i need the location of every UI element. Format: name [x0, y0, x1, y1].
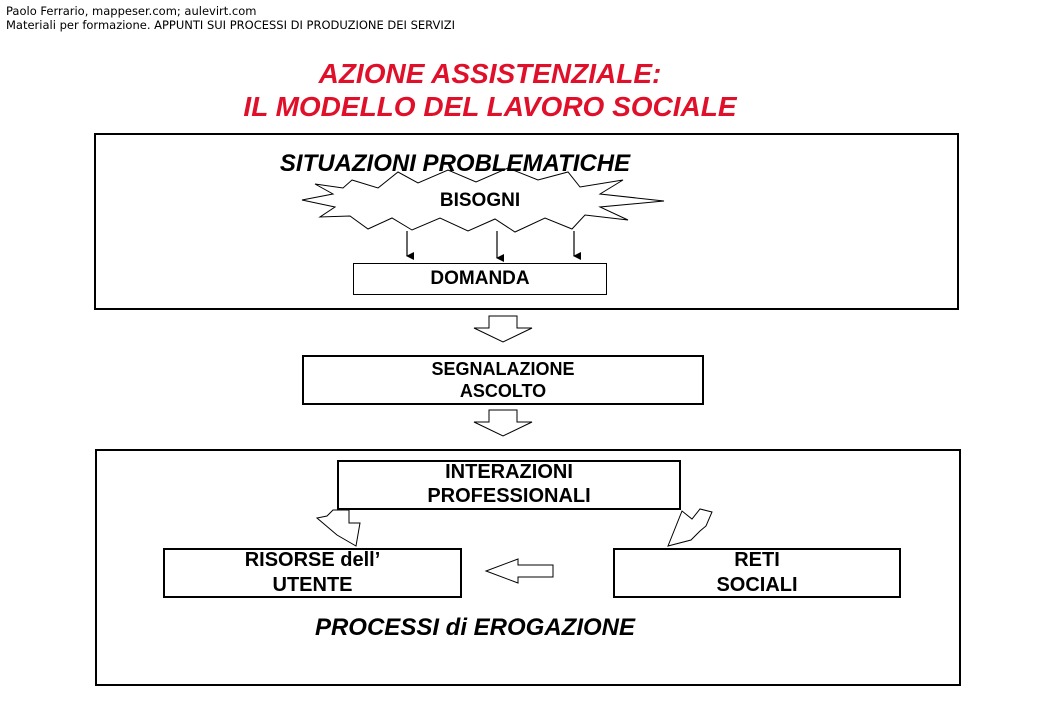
delivery-processes-footer: PROCESSI di EROGAZIONE — [314, 614, 636, 641]
user-resources-label-1: RISORSE dell’ — [244, 549, 381, 571]
interactions-label-2: PROFESSIONALI — [427, 485, 591, 507]
subtitle-line: Materiali per formazione. APPUNTI SUI PR… — [6, 18, 456, 32]
social-networks-label-2: SOCIALI — [716, 574, 798, 596]
user-resources-box — [163, 548, 462, 598]
needs-label: BISOGNI — [439, 190, 521, 211]
block-arrow-down-2 — [473, 409, 533, 437]
demand-box — [353, 263, 607, 295]
title-line-1: AZIONE ASSISTENZIALE: — [318, 58, 662, 89]
reporting-label: SEGNALAZIONE — [431, 359, 575, 379]
needs-starburst — [301, 167, 665, 233]
block-arrow-to-user-resources — [315, 509, 361, 547]
title-line-2: IL MODELLO DEL LAVORO SOCIALE — [243, 91, 737, 122]
listening-label: ASCOLTO — [459, 381, 547, 401]
block-arrow-left — [484, 558, 554, 584]
social-networks-label-1: RETI — [734, 549, 780, 571]
interactions-label-1: INTERAZIONI — [445, 461, 573, 483]
professional-interactions-box — [337, 460, 681, 510]
block-arrow-to-social-networks — [667, 508, 713, 547]
social-networks-box — [613, 548, 901, 598]
reporting-listening-box — [302, 355, 704, 405]
block-arrow-down-1 — [473, 315, 533, 343]
problem-situations-heading: SITUAZIONI PROBLEMATICHE — [279, 150, 631, 177]
demand-label: DOMANDA — [430, 268, 530, 289]
author-line: Paolo Ferrario, mappeser.com; aulevirt.c… — [6, 4, 257, 18]
user-resources-label-2: UTENTE — [272, 574, 353, 596]
